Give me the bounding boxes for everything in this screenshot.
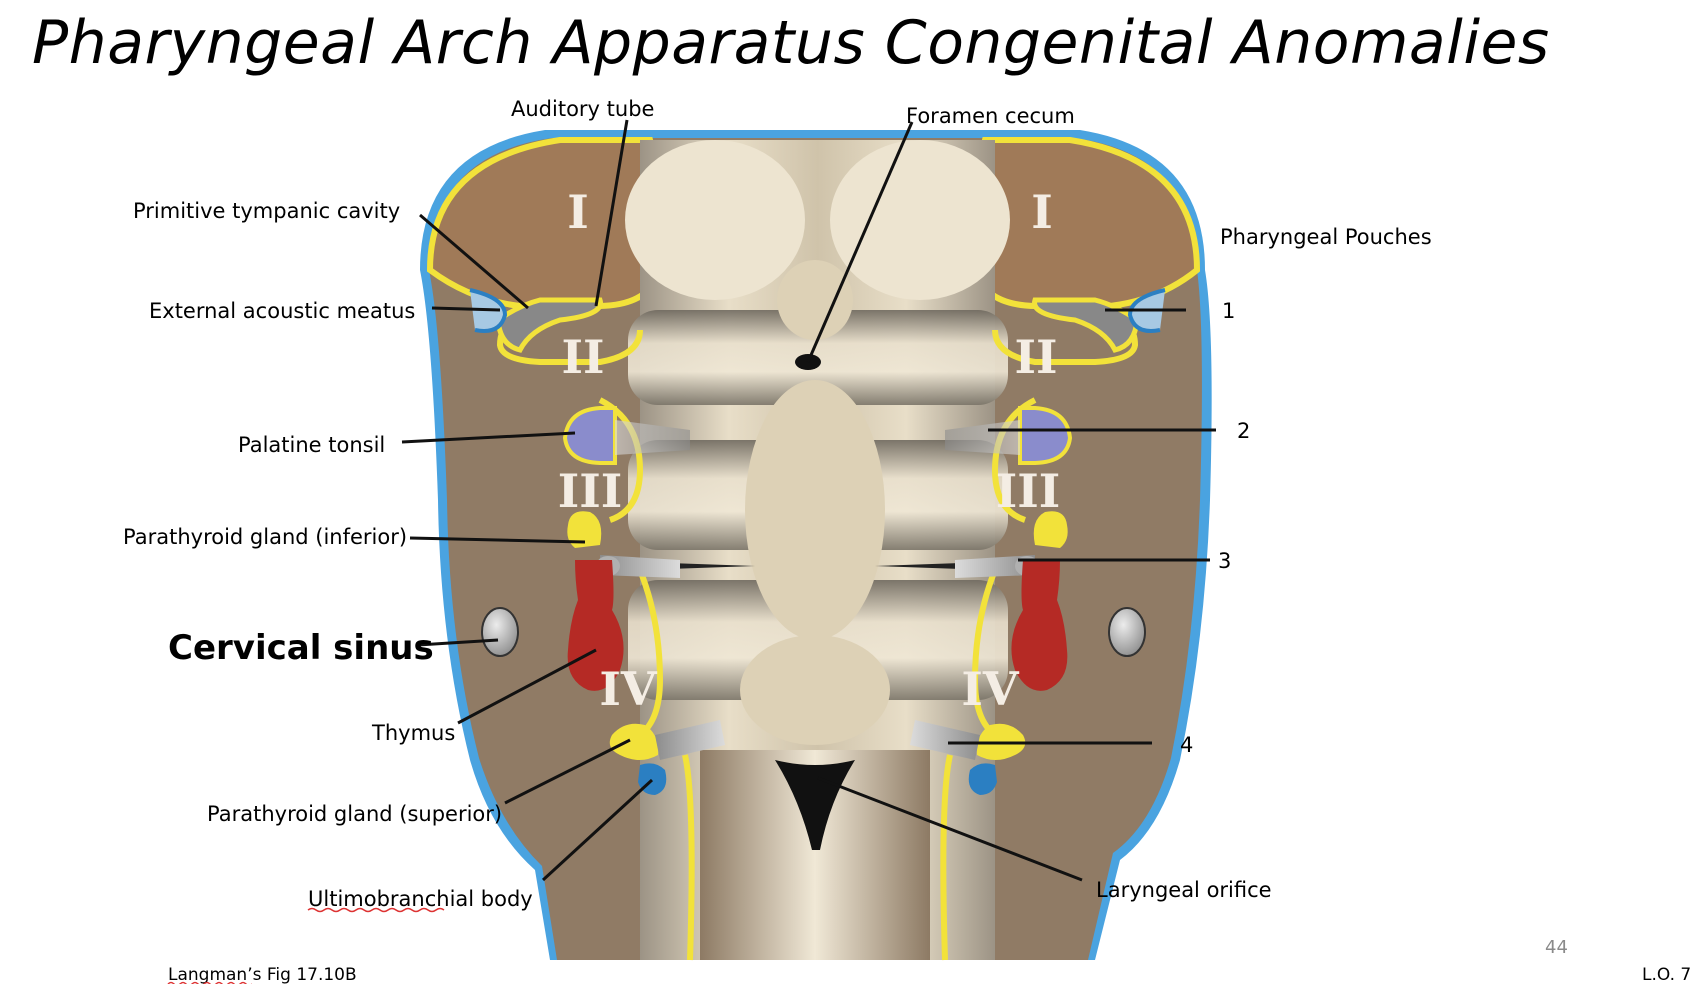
- page-number: 44: [1545, 937, 1568, 958]
- label-pouch-2: 2: [1237, 419, 1250, 443]
- label-auditory-tube: Auditory tube: [511, 97, 654, 121]
- label-primitive-tympanic-cavity: Primitive tympanic cavity: [133, 199, 400, 223]
- right-structures: [910, 288, 1166, 961]
- arch-numerals: I I II II III III IV IV: [558, 185, 1061, 716]
- source-citation: Langman’s Fig 17.10B: [168, 965, 357, 984]
- label-pouch-3: 3: [1218, 549, 1231, 573]
- label-pouch-4: 4: [1180, 733, 1193, 757]
- label-parathyroid-inferior: Parathyroid gland (inferior): [123, 525, 407, 549]
- cervical-sinus-right: [1108, 607, 1146, 657]
- arch-i-left: I: [567, 185, 589, 239]
- laryngeal-orifice-shape: [775, 760, 855, 850]
- label-parathyroid-superior: Parathyroid gland (superior): [207, 802, 502, 826]
- leader-laryngeal-orifice: [817, 776, 1083, 882]
- learning-objective: L.O. 7: [1642, 965, 1690, 984]
- parathyroid-inferior-left: [567, 511, 602, 548]
- label-foramen-cecum: Foramen cecum: [906, 104, 1075, 128]
- slide-title: Pharyngeal Arch Apparatus Congenital Ano…: [32, 8, 1550, 78]
- arch-ii-left: II: [561, 330, 604, 384]
- leader-tympanic-cavity: [419, 213, 529, 310]
- parathyroid-inferior-right: [1033, 511, 1068, 548]
- slide-footer: Langman’s Fig 17.10B 44 L.O. 7: [167, 907, 1690, 984]
- arch-ii-right: II: [1014, 330, 1057, 384]
- label-palatine-tonsil: Palatine tonsil: [238, 433, 385, 457]
- labels: Auditory tube Foramen cecum Primitive ty…: [123, 97, 1432, 911]
- ultimobranchial-right: [968, 763, 997, 795]
- spellcheck-underline-ultimobranchial: [307, 907, 445, 913]
- label-external-acoustic-meatus: External acoustic meatus: [149, 299, 415, 323]
- leader-foramen-cecum: [806, 121, 914, 363]
- leader-acoustic-meatus: [431, 306, 501, 312]
- label-ultimobranchial-body: Ultimobranchial body: [308, 887, 533, 911]
- leader-auditory-tube: [594, 119, 629, 307]
- pharyngeal-floor: [625, 140, 1010, 960]
- leader-thymus: [457, 648, 597, 725]
- leader-parathyroid-superior: [504, 738, 631, 805]
- leader-cervical-sinus: [417, 638, 499, 647]
- leader-lines: [401, 119, 1216, 882]
- arch-i-right: I: [1031, 185, 1053, 239]
- spellcheck-underline-source: [167, 981, 252, 984]
- palatine-tonsil-right: [1018, 406, 1073, 465]
- parathyroid-superior-left: [609, 723, 659, 760]
- label-cervical-sinus: Cervical sinus: [168, 628, 434, 668]
- arch-iii-left: III: [558, 464, 623, 518]
- label-thymus: Thymus: [371, 721, 455, 745]
- leader-ultimobranchial: [541, 778, 654, 882]
- arch-iv-right: IV: [961, 662, 1020, 716]
- cervical-sinus-left: [481, 607, 519, 657]
- arch-iii-right: III: [996, 464, 1061, 518]
- label-pharyngeal-pouches: Pharyngeal Pouches: [1220, 225, 1432, 249]
- label-pouch-1: 1: [1222, 299, 1235, 323]
- palatine-tonsil-left: [562, 406, 617, 465]
- arch-iv-left: IV: [599, 662, 658, 716]
- thymus-right: [1011, 560, 1068, 691]
- leader-parathyroid-inferior: [409, 536, 586, 544]
- leader-palatine-tonsil: [401, 431, 576, 444]
- label-laryngeal-orifice: Laryngeal orifice: [1096, 878, 1272, 902]
